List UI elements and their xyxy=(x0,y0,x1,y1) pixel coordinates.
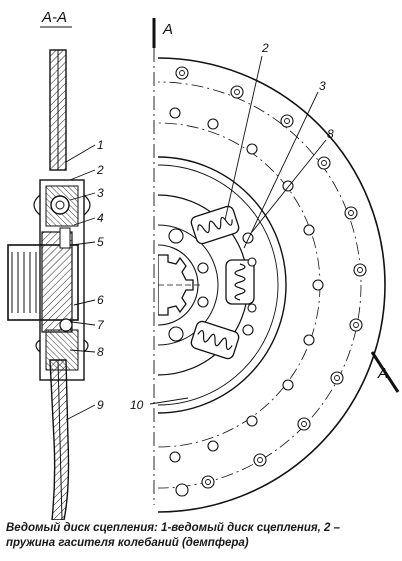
callout-1: 1 xyxy=(97,138,104,152)
callout-9: 9 xyxy=(97,398,104,412)
damper-spring-icon xyxy=(190,205,240,245)
section-marker-bottom: А xyxy=(377,365,388,382)
callout-4: 4 xyxy=(97,211,104,225)
callout-7: 7 xyxy=(97,318,105,332)
callout-5: 5 xyxy=(97,235,104,249)
figure-caption: Ведомый диск сцепления: 1-ведомый диск с… xyxy=(6,521,398,551)
clutch-diagram: А-А xyxy=(7,9,400,520)
section-view: А-А xyxy=(7,9,105,520)
caption-line-2: пружина гасителя колебаний (демпфера) xyxy=(6,537,249,549)
caption-line-1: Ведомый диск сцепления: 1-ведомый диск с… xyxy=(6,522,341,534)
front-callout-3: 3 xyxy=(319,79,326,93)
front-callout-2: 2 xyxy=(261,41,269,55)
front-callout-8: 8 xyxy=(327,127,334,141)
section-marker-top: А xyxy=(162,21,173,38)
section-title: А-А xyxy=(41,9,67,26)
callout-3: 3 xyxy=(97,186,104,200)
front-view: А xyxy=(130,18,400,513)
callout-6: 6 xyxy=(97,293,104,307)
callout-2: 2 xyxy=(96,163,104,177)
rivet-icon xyxy=(169,66,367,497)
callout-8: 8 xyxy=(97,345,104,359)
front-callout-10: 10 xyxy=(130,398,144,412)
